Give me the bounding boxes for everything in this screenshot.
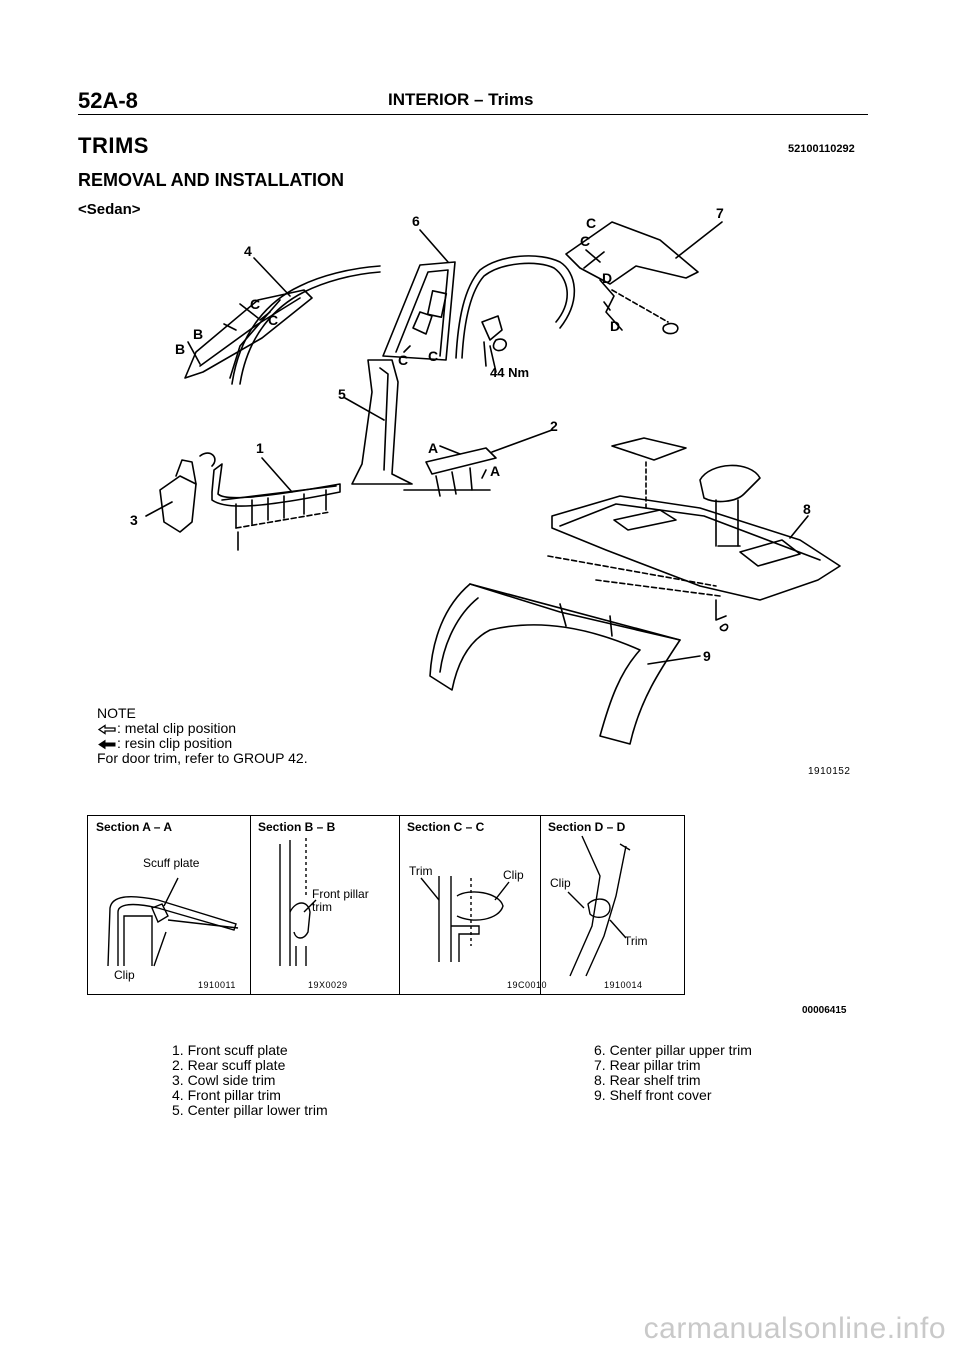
section-mark-d-1: D bbox=[602, 270, 613, 286]
parts-legend-right: 6. Center pillar upper trim 7. Rear pill… bbox=[594, 1043, 752, 1103]
section-mark-c-1: C bbox=[250, 296, 261, 312]
note-metal-text: : metal clip position bbox=[117, 720, 237, 736]
section-a-cell: Section A – A Scuff plate Clip 1910011 bbox=[88, 816, 251, 994]
parts-legend-left: 1. Front scuff plate 2. Rear scuff plate… bbox=[172, 1043, 328, 1118]
legend-item: 6. Center pillar upper trim bbox=[594, 1042, 752, 1058]
callout-4: 4 bbox=[244, 243, 252, 259]
metal-clip-icon bbox=[97, 721, 117, 736]
note-block: NOTE : metal clip position : resin clip … bbox=[97, 706, 308, 766]
section-a-label-scuff-plate: Scuff plate bbox=[143, 856, 200, 870]
section-mark-c-5: C bbox=[586, 215, 597, 231]
section-c-code: 19C0010 bbox=[507, 980, 548, 990]
legend-item: 5. Center pillar lower trim bbox=[172, 1102, 328, 1118]
callout-5: 5 bbox=[338, 386, 346, 402]
section-b-label-front-pillar: Front pillar bbox=[312, 887, 369, 901]
section-a-drawing bbox=[107, 877, 239, 967]
note-resin-clip: : resin clip position bbox=[97, 736, 308, 751]
callout-1: 1 bbox=[256, 440, 264, 456]
bottom-code: 00006415 bbox=[802, 1005, 847, 1016]
section-mark-a-1: A bbox=[428, 440, 439, 456]
section-heading: TRIMS bbox=[78, 133, 149, 158]
callout-3: 3 bbox=[130, 512, 138, 528]
figure-code: 1910152 bbox=[808, 766, 851, 777]
section-c-label-clip: Clip bbox=[503, 868, 524, 882]
legend-item: 2. Rear scuff plate bbox=[172, 1057, 286, 1073]
note-door-trim: For door trim, refer to GROUP 42. bbox=[97, 750, 308, 766]
section-a-label-clip: Clip bbox=[114, 968, 135, 982]
page-number: 52A-8 bbox=[78, 88, 138, 113]
section-d-label-trim: Trim bbox=[624, 934, 648, 948]
callout-6: 6 bbox=[412, 213, 420, 229]
variant-label: <Sedan> bbox=[78, 201, 141, 218]
section-d-title: Section D – D bbox=[548, 820, 626, 834]
section-c-title: Section C – C bbox=[407, 820, 485, 834]
callout-7: 7 bbox=[716, 205, 724, 221]
legend-item: 4. Front pillar trim bbox=[172, 1087, 281, 1103]
sub-heading: REMOVAL AND INSTALLATION bbox=[78, 170, 344, 190]
section-mark-c-6: C bbox=[580, 233, 591, 249]
legend-item: 8. Rear shelf trim bbox=[594, 1072, 701, 1088]
note-title: NOTE bbox=[97, 705, 136, 721]
section-mark-b-1: B bbox=[193, 326, 204, 342]
section-b-title: Section B – B bbox=[258, 820, 336, 834]
legend-item: 1. Front scuff plate bbox=[172, 1042, 288, 1058]
section-mark-b-2: B bbox=[175, 341, 186, 357]
section-c-cell: Section C – C Trim Clip 19C0010 bbox=[399, 816, 547, 994]
section-a-code: 1910011 bbox=[198, 980, 236, 990]
header-rule bbox=[78, 114, 868, 115]
torque-label: 44 Nm bbox=[490, 365, 530, 380]
section-c-drawing bbox=[420, 876, 510, 962]
legend-item: 7. Rear pillar trim bbox=[594, 1057, 701, 1073]
trim-exploded-diagram bbox=[145, 221, 841, 745]
section-detail-table: Section A – A Scuff plate Clip 1910011 S… bbox=[87, 815, 685, 995]
section-a-title: Section A – A bbox=[96, 820, 173, 834]
resin-clip-icon bbox=[97, 736, 117, 751]
section-mark-a-2: A bbox=[490, 463, 501, 479]
section-d-drawing bbox=[567, 835, 631, 977]
note-resin-text: : resin clip position bbox=[117, 735, 233, 751]
callout-9: 9 bbox=[703, 648, 711, 664]
section-b-cell: Section B – B Front pillar trim 19X0029 bbox=[250, 816, 400, 994]
section-c-label-trim: Trim bbox=[409, 864, 433, 878]
note-metal-clip: : metal clip position bbox=[97, 721, 308, 736]
section-title: INTERIOR – Trims bbox=[388, 90, 534, 109]
section-code: 52100110292 bbox=[788, 143, 855, 155]
legend-item: 3. Cowl side trim bbox=[172, 1072, 276, 1088]
legend-item: 9. Shelf front cover bbox=[594, 1087, 712, 1103]
section-mark-d-2: D bbox=[610, 318, 621, 334]
section-mark-c-3: C bbox=[398, 352, 409, 368]
watermark: carmanualsonline.info bbox=[643, 1312, 946, 1345]
section-d-code: 1910014 bbox=[604, 980, 643, 990]
section-b-code: 19X0029 bbox=[308, 980, 348, 990]
section-mark-c-2: C bbox=[268, 312, 279, 328]
callout-2: 2 bbox=[550, 418, 558, 434]
section-b-drawing bbox=[279, 838, 317, 966]
section-d-label-clip: Clip bbox=[550, 876, 571, 890]
section-d-cell: Section D – D Clip Trim 1910014 bbox=[540, 816, 684, 994]
section-b-label-trim: trim bbox=[312, 900, 332, 914]
section-mark-c-4: C bbox=[428, 348, 439, 364]
callout-8: 8 bbox=[803, 501, 811, 517]
